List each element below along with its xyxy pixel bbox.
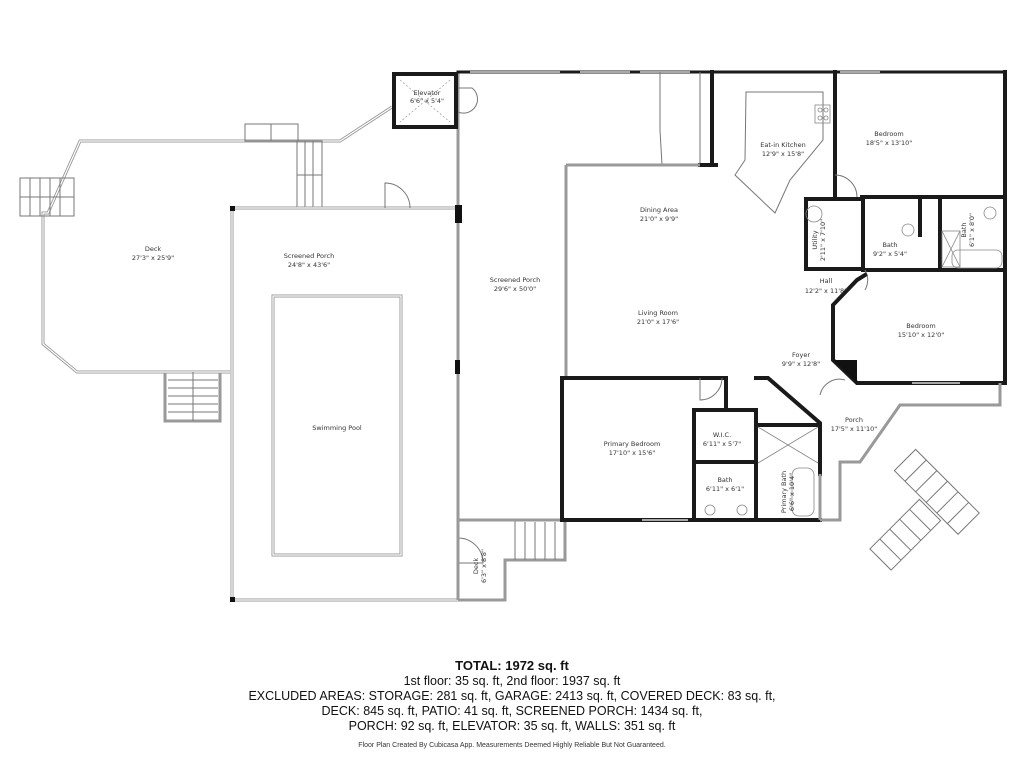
deck-stairs-bottom (168, 372, 218, 421)
room-size: 17'10" x 15'6" (609, 449, 655, 457)
deck-outline (19, 105, 393, 423)
room-size: 6'11" x 5'7" (703, 440, 741, 448)
room-label-wic: W.I.C. 6'11" x 5'7" (703, 431, 741, 448)
room-label-living: Living Room 21'0" x 17'6" (637, 309, 679, 326)
room-name: Bath (717, 476, 732, 484)
room-name: Swimming Pool (312, 424, 362, 432)
floor-areas: 1st floor: 35 sq. ft, 2nd floor: 1937 sq… (403, 674, 621, 688)
room-label-bedroom-1: Bedroom 18'5" x 13'10" (866, 130, 912, 147)
room-name: Dining Area (640, 206, 678, 214)
room-size: 21'0" x 9'9" (640, 215, 678, 223)
excluded-areas-3: PORCH: 92 sq. ft, ELEVATOR: 35 sq. ft, W… (348, 719, 676, 733)
room-name: W.I.C. (713, 431, 731, 439)
room-name: Living Room (638, 309, 678, 317)
room-name: Screened Porch (284, 252, 334, 260)
room-label-utility: Utility 2'11" x 7'10" (811, 219, 827, 261)
porch-outline (820, 383, 1002, 571)
room-label-bath-2: Bath 6'1" x 8'0" (960, 213, 976, 247)
room-label-pool: Swimming Pool (312, 424, 362, 432)
room-name: Eat-in Kitchen (760, 141, 805, 149)
room-label-bath-3: Bath 6'11" x 6'1" (706, 476, 744, 493)
room-label-primary-bedroom: Primary Bedroom 17'10" x 15'6" (604, 440, 661, 457)
room-size: 24'8" x 43'6" (288, 261, 330, 269)
room-size: 15'10" x 12'0" (898, 331, 944, 339)
room-size: 12'9" x 15'8" (762, 150, 804, 158)
room-label-screened-porch-1: Screened Porch 24'8" x 43'6" (284, 252, 334, 269)
room-name: Deck (472, 558, 480, 575)
room-size: 6'1" x 8'0" (968, 213, 976, 247)
main-walls (392, 70, 1007, 600)
room-size: 27'3" x 25'9" (132, 254, 174, 262)
room-label-dining: Dining Area 21'0" x 9'9" (640, 206, 678, 223)
room-name: Bedroom (906, 322, 935, 330)
room-size: 12'2" x 11'8" (805, 287, 847, 295)
deck-stairs-top (244, 123, 323, 208)
room-label-bedroom-2: Bedroom 15'10" x 12'0" (898, 322, 944, 339)
excluded-areas-1: EXCLUDED AREAS: STORAGE: 281 sq. ft, GAR… (248, 689, 776, 703)
elevator-shaft (392, 72, 458, 129)
deck-stairs-left (19, 177, 75, 217)
room-name: Bath (882, 241, 897, 249)
room-name: Screened Porch (490, 276, 540, 284)
room-label-hall: Hall 12'2" x 11'8" (805, 277, 847, 295)
room-label-screened-porch-2: Screened Porch 29'6" x 50'0" (490, 276, 540, 293)
screened-porch-left (230, 182, 460, 602)
room-size: 18'5" x 13'10" (866, 139, 912, 147)
room-label-deck: Deck 27'3" x 25'9" (132, 245, 174, 262)
room-size: 9'2" x 5'4" (873, 250, 907, 258)
room-size: 6'6" x 5'4" (410, 97, 444, 105)
total-area: TOTAL: 1972 sq. ft (455, 658, 569, 673)
room-size: 29'6" x 50'0" (494, 285, 536, 293)
room-name: Bedroom (874, 130, 903, 138)
room-name: Deck (145, 245, 162, 253)
room-name: Porch (845, 416, 863, 424)
room-name: Bath (960, 222, 968, 237)
room-name: Primary Bedroom (604, 440, 661, 448)
room-label-porch: Porch 17'5" x 11'10" (831, 416, 877, 433)
room-label-deck-2: Deck 6'3" x 8'8" (472, 549, 488, 583)
credit-note: Floor Plan Created By Cubicasa App. Meas… (358, 742, 666, 749)
room-size: 2'11" x 7'10" (819, 219, 827, 261)
room-label-kitchen: Eat-in Kitchen 12'9" x 15'8" (760, 141, 805, 158)
room-size: 21'0" x 17'6" (637, 318, 679, 326)
room-name: Elevator (414, 89, 441, 97)
room-size: 9'9" x 12'8" (782, 360, 820, 368)
room-name: Foyer (792, 351, 810, 359)
room-name: Hall (820, 277, 833, 285)
room-label-primary-bath: Primary Bath 6'6" x 10'4" (780, 471, 796, 513)
room-size: 6'3" x 8'8" (480, 549, 488, 583)
room-size: 6'11" x 6'1" (706, 485, 744, 493)
room-name: Primary Bath (780, 471, 788, 513)
room-size: 6'6" x 10'4" (788, 473, 796, 511)
room-label-bath-1: Bath 9'2" x 5'4" (873, 241, 907, 258)
room-size: 17'5" x 11'10" (831, 425, 877, 433)
room-label-elevator: Elevator 6'6" x 5'4" (410, 89, 444, 105)
excluded-areas-2: DECK: 845 sq. ft, PATIO: 41 sq. ft, SCRE… (321, 704, 703, 718)
room-label-foyer: Foyer 9'9" x 12'8" (782, 351, 820, 368)
room-name: Utility (811, 230, 819, 249)
